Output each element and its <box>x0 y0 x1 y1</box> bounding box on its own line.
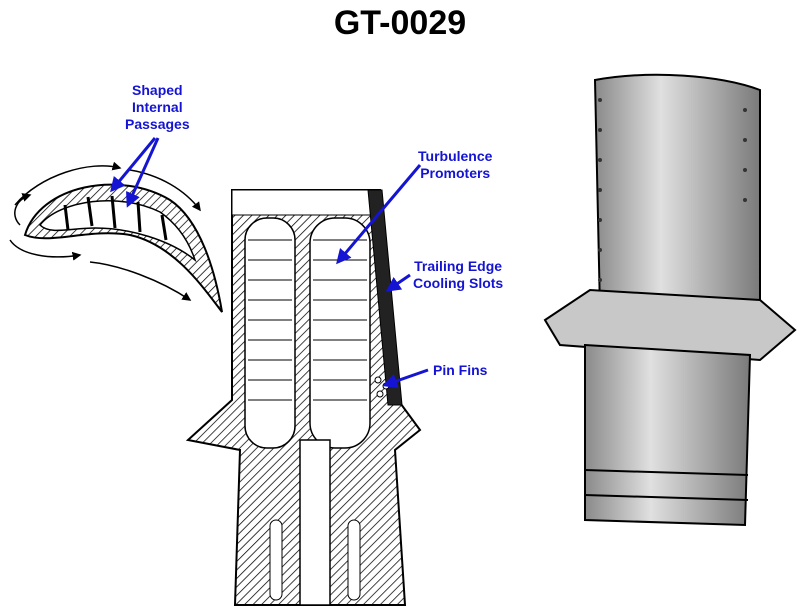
label-pin-fins: Pin Fins <box>433 362 488 378</box>
label-trailing-edge-cooling-slots: Trailing Edge Cooling Slots <box>413 258 503 292</box>
label-line: Passages <box>125 116 190 132</box>
trailing-edge-slots <box>367 189 403 406</box>
label-shaped-internal-passages: Shaped Internal Passages <box>125 82 190 133</box>
airfoil-cross-section <box>9 161 223 313</box>
label-turbulence-promoters: Turbulence Promoters <box>418 148 492 182</box>
label-line: Cooling Slots <box>413 275 504 291</box>
label-line: Turbulence <box>418 148 493 164</box>
label-line: Internal <box>132 99 183 115</box>
blade-3d-view <box>543 73 797 527</box>
label-line: Promoters <box>420 165 491 181</box>
callout-arrows <box>110 137 429 389</box>
blade-cutaway-section <box>185 189 422 606</box>
label-line: Trailing Edge <box>414 258 503 274</box>
diagram-title: GT-0029 <box>333 4 467 42</box>
label-line: Shaped <box>132 82 183 98</box>
